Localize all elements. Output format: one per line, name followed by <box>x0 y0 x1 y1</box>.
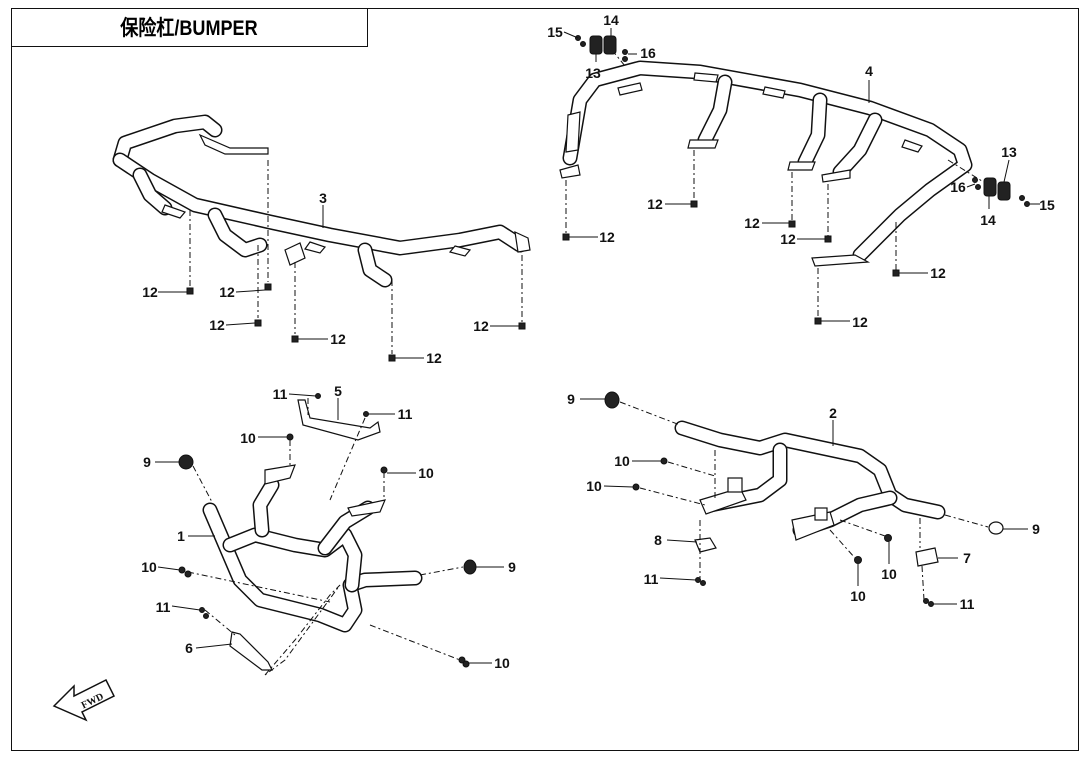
callout-12: 12 <box>780 231 796 247</box>
part-2-mount-right <box>791 511 835 541</box>
part-3-bumper-frame <box>112 114 531 288</box>
callout-12: 12 <box>473 318 489 334</box>
callout-2: 2 <box>829 405 837 421</box>
callout-11: 11 <box>398 406 413 422</box>
callout-10: 10 <box>240 430 256 446</box>
part-4-foot-c <box>821 169 851 183</box>
part-1-mount-b <box>347 499 386 517</box>
part-14-clamp <box>983 177 997 197</box>
part-1-dash-leaders <box>187 398 464 676</box>
callouts-assembly-1: 1 5 6 9 9 10 10 10 10 11 11 11 <box>141 383 516 671</box>
callout-12: 12 <box>219 284 235 300</box>
callout-6: 6 <box>185 640 193 656</box>
callout-12: 12 <box>142 284 158 300</box>
part-13-clamp <box>589 35 603 55</box>
part-2-mount-left <box>699 487 747 515</box>
fwd-arrow-icon: FWD <box>52 678 116 722</box>
callout-8: 8 <box>654 532 662 548</box>
callout-12: 12 <box>647 196 663 212</box>
part-4-dash-leaders <box>565 49 991 318</box>
callout-16: 16 <box>950 179 966 195</box>
callout-15: 15 <box>547 24 563 40</box>
part-13-14-clamp-right <box>972 177 1030 207</box>
part-4-foot-right <box>811 254 871 267</box>
callout-3: 3 <box>319 190 327 206</box>
part-9-caps-right <box>604 391 1004 535</box>
part-3-bracket-mid <box>284 242 306 266</box>
callout-9: 9 <box>567 391 575 407</box>
part-3-bracket-left <box>198 133 269 155</box>
callout-10: 10 <box>418 465 434 481</box>
part-9-caps-left <box>178 454 477 575</box>
callout-12: 12 <box>209 317 225 333</box>
callout-12: 12 <box>852 314 868 330</box>
part-1-lower-bumper <box>202 464 423 633</box>
part-8-bracket <box>694 537 717 553</box>
callout-14: 14 <box>980 212 996 228</box>
part-5-bracket <box>297 399 381 441</box>
callout-10: 10 <box>494 655 510 671</box>
part-1-mount-a <box>264 464 296 485</box>
part-4-foot-b <box>787 161 816 171</box>
callout-9: 9 <box>508 559 516 575</box>
part-16-nut <box>972 177 978 183</box>
callout-1: 1 <box>177 528 185 544</box>
callouts-assembly-4: 4 15 14 16 13 13 16 14 15 12 12 12 12 12… <box>547 12 1055 330</box>
callout-12: 12 <box>330 331 346 347</box>
callout-5: 5 <box>334 383 342 399</box>
callout-12: 12 <box>930 265 946 281</box>
callouts-assembly-2: 2 9 9 10 10 10 10 8 7 11 11 <box>567 391 1040 612</box>
part-10-11-fasteners-left <box>178 393 470 668</box>
callout-10: 10 <box>586 478 602 494</box>
title-box: 保险杠/BUMPER <box>11 8 368 47</box>
callouts-assembly-3: 3 12 12 12 12 12 12 <box>142 190 519 366</box>
part-6-bracket <box>229 631 273 671</box>
part-3-bracket-right <box>514 230 531 253</box>
callout-12: 12 <box>426 350 442 366</box>
part-12-bolts-left <box>186 283 526 362</box>
callout-10: 10 <box>881 566 897 582</box>
callout-9: 9 <box>143 454 151 470</box>
callout-9: 9 <box>1032 521 1040 537</box>
part-4-foot-a <box>687 139 719 149</box>
callout-13: 13 <box>1001 144 1017 160</box>
drawing-frame <box>11 8 1079 751</box>
callout-7: 7 <box>963 550 971 566</box>
callout-12: 12 <box>599 229 615 245</box>
callout-12: 12 <box>744 215 760 231</box>
callout-13: 13 <box>585 65 601 81</box>
part-16-nut <box>622 49 628 55</box>
part-4-bumper-frame <box>559 60 973 267</box>
part-14-clamp <box>603 35 617 55</box>
callout-14: 14 <box>603 12 619 28</box>
callout-15: 15 <box>1039 197 1055 213</box>
callout-10: 10 <box>141 559 157 575</box>
part-13-clamp <box>997 181 1011 201</box>
part-10-11-fasteners-right <box>632 457 934 607</box>
part-2-dash-leaders <box>619 401 989 601</box>
callout-11: 11 <box>960 596 975 612</box>
part-3-dash-leaders <box>189 160 523 354</box>
callout-4: 4 <box>865 63 873 79</box>
callout-11: 11 <box>156 599 171 615</box>
callout-10: 10 <box>850 588 866 604</box>
part-13-14-clamp-left <box>575 35 628 62</box>
part-7-bracket <box>915 547 939 567</box>
callout-16: 16 <box>640 45 656 61</box>
part-4-foot-left <box>559 164 581 179</box>
part-15-bolt <box>1019 195 1025 201</box>
callout-10: 10 <box>614 453 630 469</box>
callout-11: 11 <box>273 386 288 402</box>
page-title: 保险杠/BUMPER <box>120 17 258 40</box>
part-2-lower-bumper <box>674 420 946 541</box>
callout-11: 11 <box>644 571 659 587</box>
